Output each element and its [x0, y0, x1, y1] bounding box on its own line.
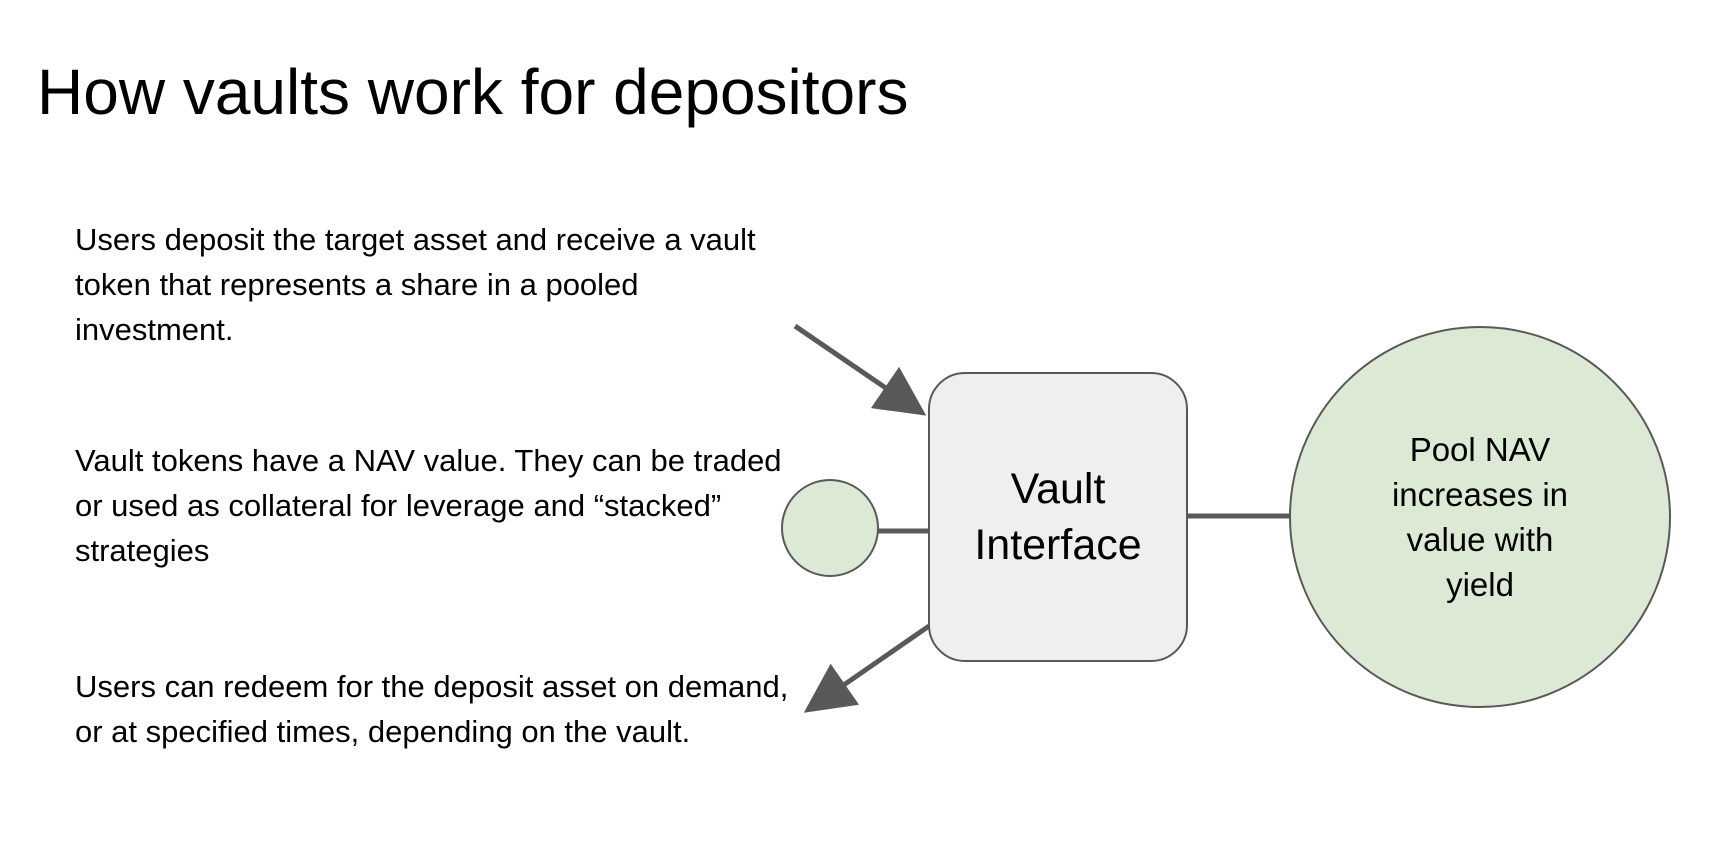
- vault-token-circle: [781, 479, 879, 577]
- redeem-caption: Users can redeem for the deposit asset o…: [75, 669, 789, 749]
- deposit-arrow: [793, 323, 927, 416]
- slide-title: How vaults work for depositors: [37, 56, 909, 128]
- pool-label: Pool NAV increases in value with yield: [1290, 327, 1670, 707]
- pool-circle: [1289, 326, 1671, 708]
- vault-interface-box: [928, 372, 1188, 662]
- redeem-arrow: [803, 623, 931, 713]
- vault-interface-label: Vault Interface: [929, 373, 1187, 661]
- nav-caption: Vault tokens have a NAV value. They can …: [75, 443, 782, 568]
- deposit-caption: Users deposit the target asset and recei…: [75, 222, 756, 347]
- vault-interface-text: Vault Interface: [974, 465, 1142, 569]
- pool-text: Pool NAV increases in value with yield: [1391, 431, 1569, 603]
